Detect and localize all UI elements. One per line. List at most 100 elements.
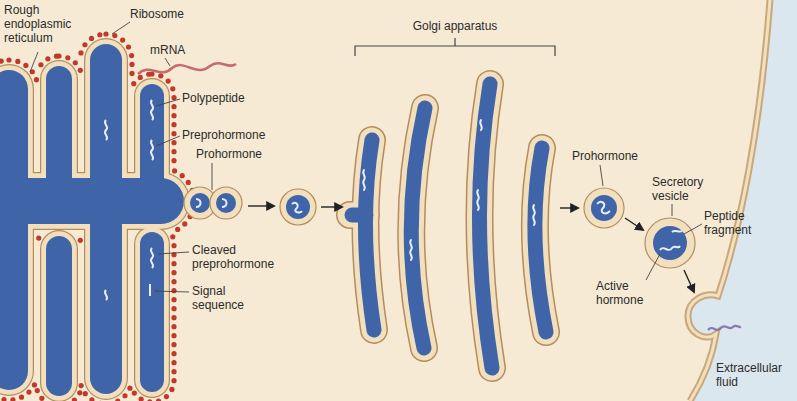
part-label: Ribosome [130,8,200,22]
er-membrane-edge [0,172,190,230]
er-membrane [135,227,169,397]
leader-lines [30,22,702,292]
part-label: Active hormone [596,280,656,308]
er-lumen [0,178,184,224]
er-membrane-edge [0,64,34,396]
ribosome-dot [0,58,4,63]
ribosome-dot [73,60,78,65]
ribosome-dot [171,243,176,248]
ribosome-dot [171,360,176,365]
ribosome-dot [171,104,176,109]
er-lumen [140,84,164,194]
er-lumen [140,232,164,392]
ribosome-dot [83,391,88,396]
ribosome-dot [147,399,152,401]
ribosome-dot [171,261,176,266]
ribosome-dot [171,279,176,284]
ribosome-dot [65,55,70,60]
ribosome-dot [34,77,39,82]
ribosome-dot [78,50,83,55]
ribosome-dot [127,386,132,391]
ribosome-dot [171,113,176,118]
ribosome-dot [171,324,176,329]
secretory-vesicle [645,218,695,268]
ribosome-dot [26,389,31,394]
part-label: Golgi apparatus [395,20,515,34]
ribosome-dot [166,78,171,83]
part-label: Peptide fragment [704,210,774,238]
ribosome-dot [131,81,136,86]
ribosome-dot [38,62,43,67]
ribosome-dot [171,378,176,383]
ribosome-dot [129,53,134,58]
ribosome-dot [171,158,176,163]
part-label: Secretory vesicle [652,176,722,204]
ribosome-dot [19,395,24,400]
er-membrane-edge [40,230,78,401]
ribosome-dot [171,351,176,356]
ribosome-dot [54,54,59,59]
prohormone-vesicle [584,188,624,228]
ribosome-dot [6,57,11,62]
ribosome-dot [164,394,169,399]
ribosome-dot [171,342,176,347]
er-buds [184,187,242,219]
er-lumen [0,70,28,390]
ribosome-dot [89,36,94,41]
part-label: Cleaved preprohormone [192,244,272,272]
ribosome-dot [170,86,175,91]
golgi-bracket [355,38,555,56]
ribosome-dot [122,393,127,398]
ribosome-dot [171,297,176,302]
ribosome-dot [170,234,175,239]
er-membrane [0,65,33,395]
ribosome-dot [171,369,176,374]
golgi-cisternae [350,84,546,368]
ribosome-dot [15,59,20,64]
er-membrane-edge [134,226,170,398]
ribosome-dot [180,173,185,178]
ribosome-dot [79,383,84,388]
ribosome-dot [169,387,174,392]
ribosome-dot [171,122,176,127]
ribosome-dot [171,131,176,136]
extracellular-region [688,0,797,401]
polypeptide-chains [105,100,153,300]
ribosome-dot [78,68,83,73]
ribosome-dot [23,63,28,68]
ribosome-dot [156,398,161,401]
ribosome-dot [138,75,143,80]
ribosome-dot [171,149,176,154]
ribosome-dot [132,391,137,396]
ribosome-dot [120,37,125,42]
er-lumen [46,236,72,396]
ribosome-dot [186,180,191,185]
ribosome-dot [1,397,6,401]
er-membrane [41,231,77,401]
part-label: Polypeptide [182,92,272,106]
mrna-strand [138,63,236,74]
ribosome-dot [72,397,77,401]
part-label: Rough endoplasmic reticulum [4,4,90,45]
ribosome-dot [126,44,131,49]
part-label: Extracellular fluid [716,362,794,390]
ribosome-dot [103,31,108,36]
part-label: Preprohormone [182,129,282,143]
ribosome-dot [10,397,15,401]
part-label: Prohormone [572,150,652,164]
transport-vesicle [280,189,316,225]
ribosome-dot [139,397,144,401]
released-hormone [708,326,741,330]
ribosome-dot [171,315,176,320]
ribosome-dot [171,140,176,145]
ribosome-dot [182,221,187,226]
ribosome-dot [171,95,176,100]
ribosome-dot [171,288,176,293]
ribosome-dot [158,73,163,78]
ribosome-dot [175,227,180,232]
ribosome-dot [82,42,87,47]
ribosome-dot [97,32,102,37]
ribosome-dot [171,306,176,311]
ribosome-dot [129,71,134,76]
cell-membrane [688,0,770,401]
